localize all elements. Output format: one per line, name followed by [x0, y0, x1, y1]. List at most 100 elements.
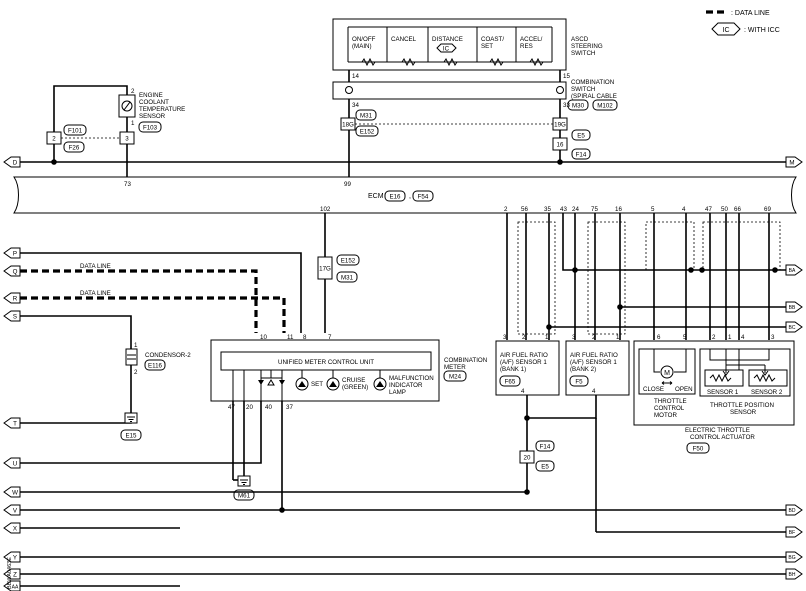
actuator-title-1: CONTROL ACTUATOR	[690, 434, 755, 441]
tps-title-0: THROTTLE POSITION	[710, 402, 774, 409]
ecm-pin-43: 43	[560, 206, 567, 213]
spiral-cable-box	[332, 81, 567, 100]
tca-pin-2: 2	[712, 334, 716, 341]
ascd-switch-label-2: DISTANCE	[432, 36, 463, 43]
af-sensor-bank2: 3 2 1 AIR FUEL RATIO (A/F) SENSOR 1 (BAN…	[565, 334, 630, 396]
offpage-z: Z	[13, 572, 17, 579]
footer-code: BBWA0463E	[7, 557, 13, 589]
condensor-2: 1 2 CONDENSOR-2 E116 E15	[120, 342, 191, 441]
ground-e15	[124, 412, 138, 424]
lamp-cruise-0: CRUISE	[342, 377, 365, 384]
offpage-bg: BG	[788, 555, 795, 561]
af2-pin-3: 3	[572, 334, 576, 341]
shield-bank1	[517, 221, 556, 335]
connector-f101: F101	[68, 128, 83, 135]
condensor-label: CONDENSOR-2	[145, 352, 191, 359]
pin-19g: 19G	[554, 122, 566, 129]
connector-f101-f26: F101 2 F26 3	[46, 124, 135, 153]
af1-pin-2: 2	[522, 334, 526, 341]
af2-pin-2: 2	[592, 334, 596, 341]
svg-text:,: ,	[409, 193, 411, 200]
offpage-m: M	[789, 160, 794, 167]
connector-e152: E152	[360, 129, 375, 136]
connector-m102: M102	[597, 103, 613, 110]
meter-title-1: METER	[444, 364, 466, 371]
data-line-label-2: DATA LINE	[80, 290, 111, 297]
offpage-bc: BC	[789, 325, 796, 331]
ascd-title-2: SWITCH	[571, 50, 595, 57]
ecm-pin-69: 69	[764, 206, 771, 213]
offpage-w: W	[12, 490, 18, 497]
ic-tag-shape	[711, 22, 741, 36]
combo-switch-title-2: (SPIRAL CABLE	[571, 93, 617, 100]
af1-title-1: (A/F) SENSOR 1	[500, 359, 547, 366]
ecm-pin-5: 5	[651, 206, 655, 213]
wire-t	[20, 413, 132, 424]
lamp-set: SET	[311, 381, 323, 388]
ecm-pin-47: 47	[705, 206, 712, 213]
off-page-left: D P Q R S T U V W X Y Z AA	[3, 156, 21, 591]
offpage-bd: BD	[789, 508, 796, 514]
offpage-y: Y	[13, 555, 17, 562]
sensor-1-label: SENSOR 1	[707, 389, 739, 396]
motor-title-2: MOTOR	[654, 412, 677, 419]
data-line-q	[20, 269, 258, 333]
lamp-mil-0: MALFUNCTION	[389, 375, 434, 382]
tca-pin-5: 5	[683, 334, 687, 341]
meter-pin-20: 20	[246, 404, 253, 411]
af1-pin-1: 1	[545, 334, 549, 341]
tca-pin-4: 4	[741, 334, 745, 341]
ascd-switch-label-0a: ON/OFF	[352, 36, 376, 43]
ecm-pin-73: 73	[124, 181, 131, 188]
af1-title-0: AIR FUEL RATIO	[500, 352, 548, 359]
connector-e5: E5	[577, 133, 585, 140]
ecm-pin-75: 75	[591, 206, 598, 213]
af-sensor-bank1: 3 2 1 AIR FUEL RATIO (A/F) SENSOR 1 (BAN…	[495, 334, 560, 396]
meter-pin-37: 37	[286, 404, 293, 411]
pin-3: 3	[125, 136, 129, 143]
motor-icon	[660, 365, 674, 379]
pin-2: 2	[52, 136, 56, 143]
connector-f5: F5	[575, 379, 583, 386]
ascd-switch-label-3a: COAST/	[481, 36, 504, 43]
ecm-pin-56: 56	[521, 206, 528, 213]
tca-pin-6: 6	[657, 334, 661, 341]
meter-pin-10: 10	[260, 334, 267, 341]
connector-f54: F54	[418, 194, 429, 201]
offpage-ba: BA	[789, 268, 796, 274]
ascd-ic-tag: IC	[443, 46, 450, 53]
offpage-be: BE	[0, 0, 2, 1]
condensor-pin-1: 1	[134, 342, 138, 349]
connector-f26: F26	[69, 145, 80, 152]
ecm-pin-35: 35	[544, 206, 551, 213]
motor-open: OPEN	[675, 386, 693, 393]
ects-pin-2: 2	[131, 88, 135, 95]
offpage-x: X	[13, 526, 17, 533]
ects-title-0: ENGINE	[139, 92, 163, 99]
connector-f65: F65	[505, 379, 516, 386]
af2-pin-4: 4	[592, 388, 596, 395]
ects-title-2: TEMPERATURE	[139, 106, 185, 113]
ecm-pin-24: 24	[572, 206, 579, 213]
ground-m61	[237, 475, 251, 487]
wire-u	[20, 392, 262, 464]
pin-20: 20	[524, 455, 531, 462]
ecm-pin-66: 66	[734, 206, 741, 213]
combo-switch-title-1: SWITCH	[571, 86, 595, 93]
meter-pin-7: 7	[328, 334, 332, 341]
offpage-u: U	[13, 461, 17, 468]
offpage-bf: BF	[789, 530, 795, 536]
spiral-contact-left	[345, 86, 353, 94]
switch-resistors	[361, 57, 544, 67]
connector-m31b: M31	[341, 275, 354, 282]
left-wiring: DATA LINE DATA LINE	[20, 213, 326, 464]
af2-title-2: (BANK 2)	[570, 366, 596, 373]
shield-bank2	[587, 221, 626, 335]
ecm: ECM E16 , F54 73 99 102 2 56 35 43 24 75…	[13, 176, 797, 214]
connector-e116: E116	[148, 363, 163, 370]
connector-e5b: E5	[541, 464, 549, 471]
combination-switch: COMBINATION SWITCH (SPIRAL CABLE 34 33 M…	[332, 79, 618, 111]
offpage-d: D	[13, 160, 18, 167]
bottom-bus-lines	[20, 489, 796, 587]
af2-pin-1: 1	[616, 334, 620, 341]
